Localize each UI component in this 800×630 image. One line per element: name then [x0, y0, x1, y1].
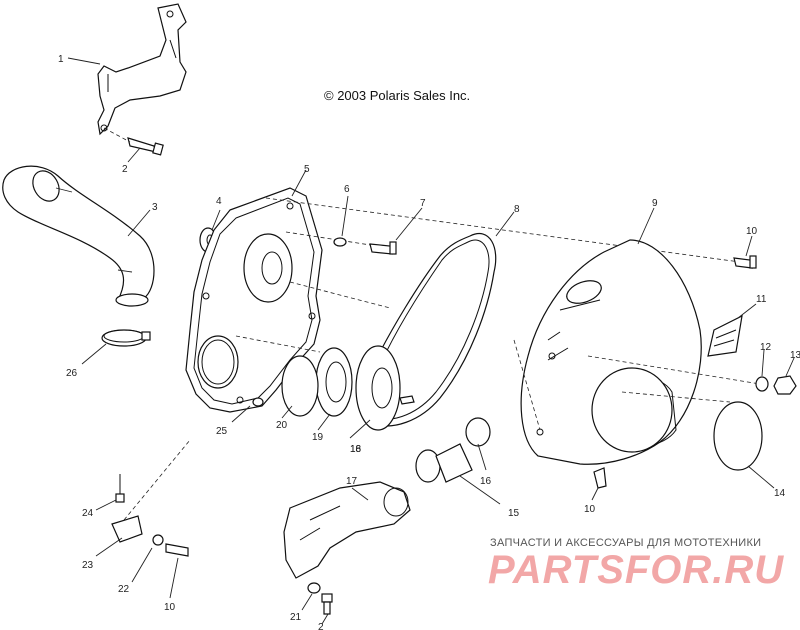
- callout-13: 13: [790, 350, 800, 361]
- callout-9: 9: [652, 198, 658, 209]
- inner-cover-plate-part: [185, 187, 323, 413]
- mount-bracket-part: [111, 515, 143, 543]
- clamp-part: [101, 329, 151, 347]
- callout-5: 5: [304, 164, 310, 175]
- callout-25: 25: [216, 426, 228, 437]
- callout-16-right: 16: [480, 476, 492, 487]
- callout-15: 15: [508, 508, 520, 519]
- callout-labels: 1 2 3 4 5 6 7 8 9 10 11 12 13 14 15 16 1…: [58, 54, 800, 630]
- bracket-part: [97, 3, 187, 136]
- callout-2-bottom: 2: [318, 622, 324, 630]
- callout-2: 2: [122, 164, 128, 175]
- nut-part: [773, 375, 797, 395]
- washer-22-part: [152, 534, 164, 546]
- bolt-10-left-part: [165, 543, 189, 557]
- small-washer-part: [333, 237, 347, 247]
- callout-10-mid: 10: [584, 504, 596, 515]
- callout-6: 6: [344, 184, 350, 195]
- washer-25-part: [252, 397, 264, 407]
- screw-part: [369, 241, 397, 255]
- copyright-notice: © 2003 Polaris Sales Inc.: [324, 88, 471, 103]
- seal-part: [315, 347, 353, 417]
- bottom-washer-part: [307, 582, 321, 594]
- callout-17: 17: [346, 476, 358, 487]
- callout-1: 1: [58, 54, 64, 65]
- callout-18: 18: [350, 444, 362, 455]
- o-ring-part: [281, 355, 319, 417]
- callout-11: 11: [756, 294, 767, 305]
- callout-24: 24: [82, 508, 94, 519]
- disc-part: [713, 401, 763, 471]
- callout-10-right: 10: [746, 226, 758, 237]
- watermark-tagline: ЗАПЧАСТИ И АКСЕССУАРЫ ДЛЯ МОТОТЕХНИКИ: [490, 537, 762, 549]
- watermark-logo: PARTSFOR.RU: [488, 548, 785, 592]
- outer-cover-part: [520, 239, 702, 465]
- callout-7: 7: [420, 198, 426, 209]
- callout-8: 8: [514, 204, 520, 215]
- callout-23: 23: [82, 560, 94, 571]
- callout-12: 12: [760, 342, 772, 353]
- screw-10-mid-part: [593, 467, 607, 489]
- stud-part: [115, 474, 125, 503]
- callout-21: 21: [290, 612, 302, 623]
- drive-pulley-part: [355, 345, 415, 431]
- callout-19: 19: [312, 432, 324, 443]
- bottom-bolt-part: [321, 593, 333, 615]
- callout-22: 22: [118, 584, 130, 595]
- duct-clamp-part: [415, 417, 491, 483]
- callout-4: 4: [216, 196, 222, 207]
- callout-10-left: 10: [164, 602, 176, 613]
- screw-10-right-part: [733, 255, 757, 269]
- callout-14: 14: [774, 488, 786, 499]
- bolt-part: [127, 137, 164, 156]
- decal-part: [707, 314, 743, 357]
- callout-16-left: 16: [350, 444, 362, 455]
- intake-duct-part: [2, 165, 155, 307]
- callout-26: 26: [66, 368, 78, 379]
- callout-3: 3: [152, 202, 158, 213]
- callout-20: 20: [276, 420, 288, 431]
- washer-12-part: [755, 376, 769, 392]
- exhaust-duct-part: [283, 481, 411, 579]
